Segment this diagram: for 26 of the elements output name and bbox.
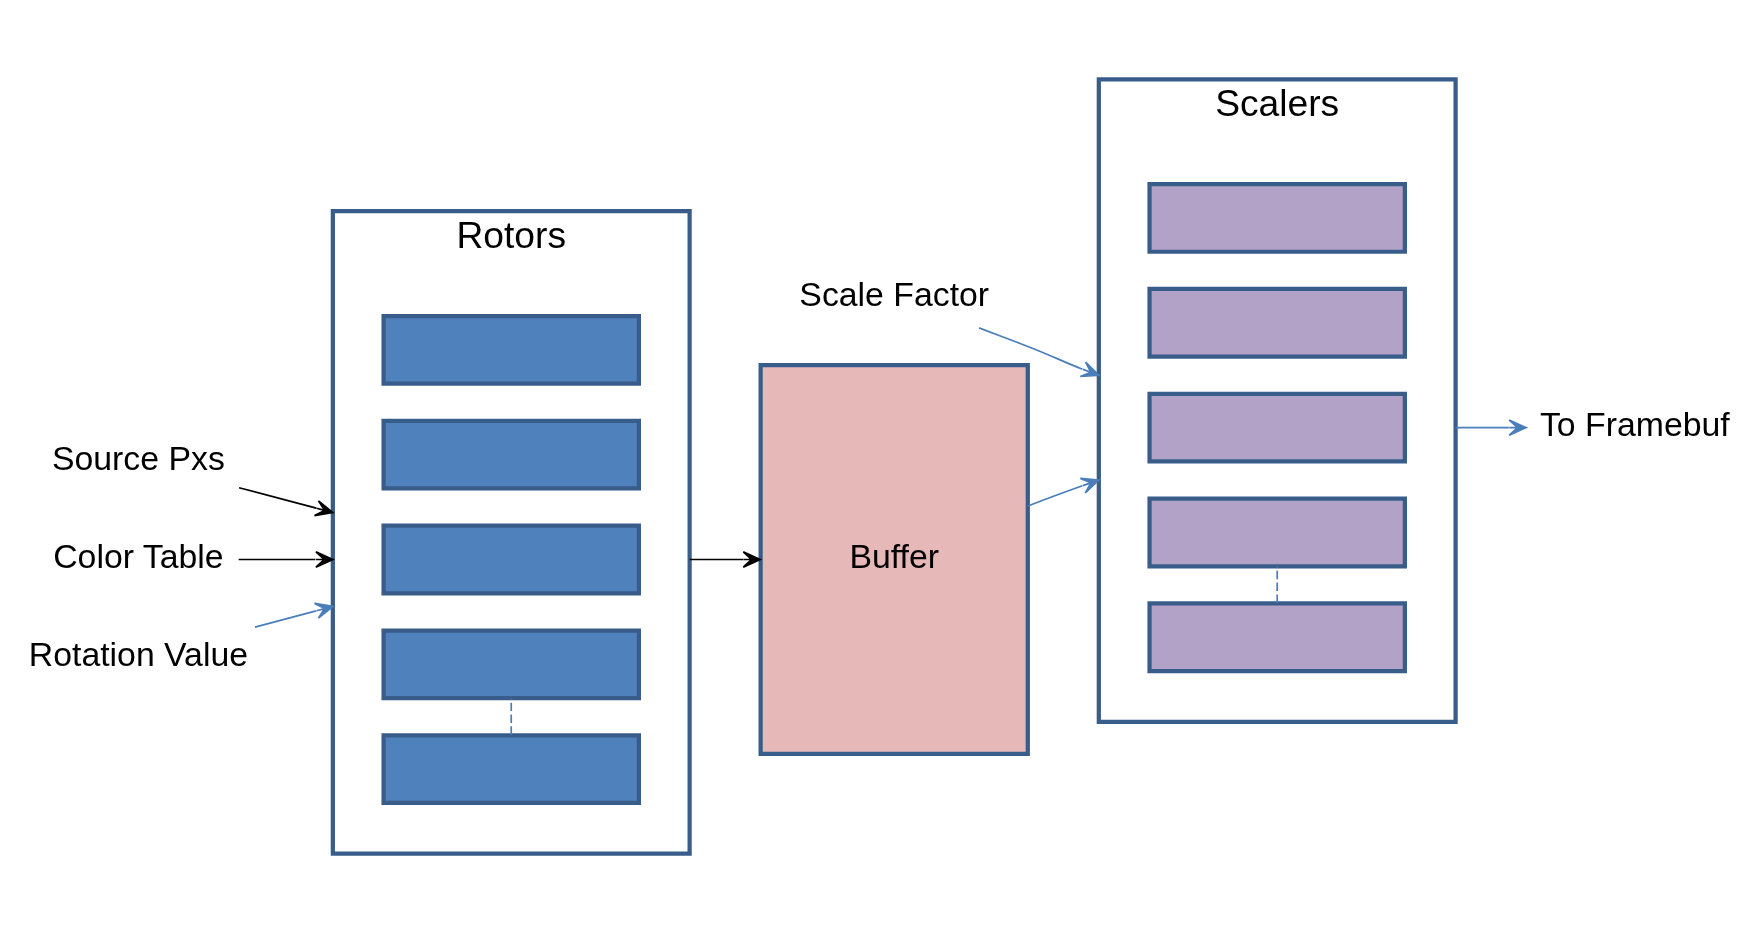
node-box	[381, 628, 641, 701]
node-text: Scale Factor	[799, 274, 990, 313]
node-text: Color Table	[53, 536, 224, 575]
node-box	[381, 313, 641, 386]
node-box	[1147, 286, 1407, 359]
cluster: Rotors	[330, 209, 692, 856]
node-text: Rotation Value	[28, 635, 248, 674]
node-box	[381, 733, 641, 806]
node-text: Source Pxs	[51, 438, 225, 477]
node-box	[1147, 496, 1407, 569]
connector	[510, 697, 513, 736]
arrow	[238, 486, 334, 517]
arrow	[1027, 477, 1100, 507]
arrow	[1454, 419, 1527, 437]
node-box	[1147, 391, 1407, 464]
arrow	[237, 551, 334, 568]
node-box	[1147, 601, 1407, 674]
arrow	[254, 602, 334, 628]
cluster: Scalers	[1096, 77, 1458, 724]
arrow	[978, 327, 1100, 378]
node-box	[381, 418, 641, 491]
arrow	[688, 551, 762, 568]
node-text: To Framebuf	[1539, 405, 1730, 444]
node-box	[381, 523, 641, 596]
node-box: Buffer	[758, 362, 1030, 757]
node-box	[1147, 182, 1407, 254]
